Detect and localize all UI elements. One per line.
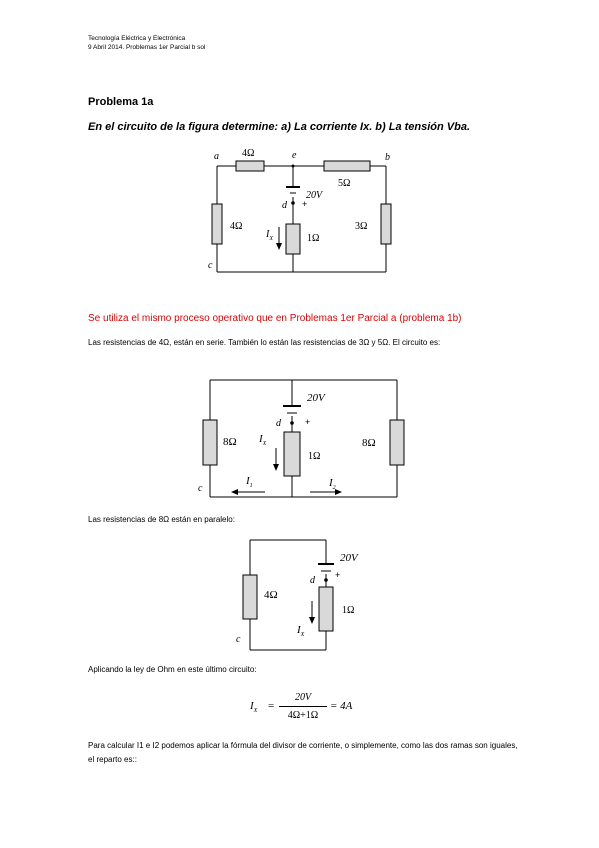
header-date: 9 Abril 2014. Problemas 1er Parcial b so…: [88, 44, 206, 51]
problem-question: En el circuito de la figura determine: a…: [88, 121, 471, 133]
c3-source-label: 20V: [340, 552, 358, 564]
c2-node-d: d: [276, 418, 281, 429]
c1-node-e: e: [292, 150, 297, 161]
c2-source-label: 20V: [307, 392, 325, 404]
c3-node-d: d: [310, 575, 315, 586]
paragraph-series: Las resistencias de 4Ω, están en serie. …: [88, 338, 441, 347]
note-text: Se utiliza el mismo proceso operativo qu…: [88, 313, 462, 324]
paragraph-parallel: Las resistencias de 8Ω están en paralelo…: [88, 515, 235, 524]
problem-title: Problema 1a: [88, 96, 154, 108]
c2-resistor-left-label: 8Ω: [223, 436, 237, 448]
formula-denominator: 4Ω+1Ω: [287, 710, 319, 721]
c1-plus: +: [302, 199, 308, 209]
formula-fraction-bar: [279, 706, 327, 707]
c2-current-label: IX: [259, 433, 267, 448]
c1-resistor-right-label: 3Ω: [355, 221, 368, 232]
c1-node-d: d: [282, 200, 287, 211]
c2-current-i1: I1: [246, 475, 253, 490]
c3-resistor-left-label: 4Ω: [264, 589, 278, 601]
c2-resistor-middle-label: 1Ω: [308, 451, 321, 462]
c3-current-label: IX: [297, 624, 305, 639]
formula-numerator: 20V: [294, 692, 312, 703]
paragraph-divider: Para calcular I1 e I2 podemos aplicar la…: [88, 741, 518, 764]
formula-equals: =: [268, 700, 275, 712]
c1-node-b: b: [385, 152, 390, 163]
c1-resistor-middle-label: 1Ω: [307, 233, 320, 244]
c1-source-label: 20V: [306, 190, 323, 201]
c1-resistor-top-label: 4Ω: [242, 148, 255, 159]
formula-result: = 4A: [330, 700, 353, 712]
header-course: Tecnología Eléctrica y Electrónica: [88, 35, 186, 42]
c1-resistor-5-label: 5Ω: [338, 178, 351, 189]
c2-resistor-right-label: 8Ω: [362, 437, 376, 449]
paragraph-ohm: Aplicando la ley de Ohm en este último c…: [88, 665, 257, 674]
c2-current-i2: I2: [329, 477, 336, 492]
c1-resistor-left-label: 4Ω: [230, 221, 243, 232]
c2-plus: +: [305, 417, 311, 427]
c1-current-label: IX: [266, 229, 274, 242]
c1-node-a: a: [214, 151, 219, 162]
c1-node-c: c: [208, 260, 213, 271]
c3-plus: +: [335, 570, 341, 580]
c3-resistor-middle-label: 1Ω: [342, 605, 355, 616]
c2-node-c: c: [198, 483, 203, 494]
formula-lhs: IX: [250, 700, 258, 715]
c3-node-c: c: [236, 634, 241, 645]
